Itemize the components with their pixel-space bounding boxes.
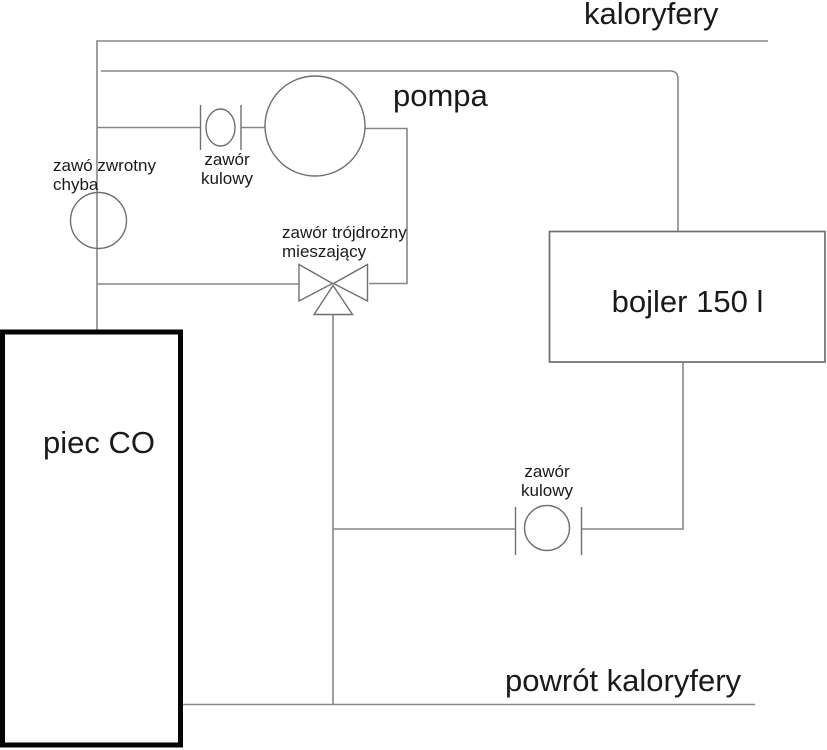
pipe-radiator-supply (96, 40, 768, 330)
check-valve-label-line2: chyba (53, 174, 99, 194)
boiler-box (548, 230, 826, 363)
ball-valve-upper-label: zawór kulowy (187, 150, 267, 188)
ball-valve-lower-icon (523, 504, 571, 552)
mixing-valve-label: zawór trójdrożny mieszający (282, 223, 407, 261)
pipe-pump-to-mixing-valve (364, 127, 408, 285)
pump-icon (264, 75, 366, 177)
check-valve-icon (69, 191, 128, 250)
mixing-valve-bottom-triangle-icon (312, 284, 354, 316)
pipe-boiler-supply (101, 70, 679, 231)
radiators-supply-label: kaloryfery (584, 0, 719, 31)
mixing-valve-right-triangle-icon (332, 263, 369, 303)
furnace-box (0, 329, 183, 748)
mixing-valve-left-triangle-icon (298, 263, 334, 303)
mixing-valve-label-line2: mieszający (282, 241, 367, 261)
mixing-valve-label-line1: zawór trójdrożny (282, 223, 407, 242)
radiators-return-label: powrót kaloryfery (505, 663, 742, 698)
check-valve-label-line1: zawó zwrotny (53, 156, 156, 175)
furnace-label: piec CO (43, 425, 155, 460)
ball-valve-lower-label: zawór kulowy (507, 462, 587, 500)
check-valve-label: zawó zwrotny chyba (53, 156, 156, 194)
ball-valve-upper-icon (205, 108, 236, 147)
ball-valve-lower-label-line2: kulowy (521, 480, 573, 500)
ball-valve-upper-label-line2: kulowy (201, 168, 253, 188)
pipe-boiler-return-right (581, 362, 684, 530)
ball-valve-lower-label-line1: zawór (524, 462, 570, 481)
boiler-label: bojler 150 l (611, 284, 764, 319)
pump-label: pompa (393, 78, 488, 113)
ball-valve-upper-label-line1: zawór (204, 150, 250, 169)
